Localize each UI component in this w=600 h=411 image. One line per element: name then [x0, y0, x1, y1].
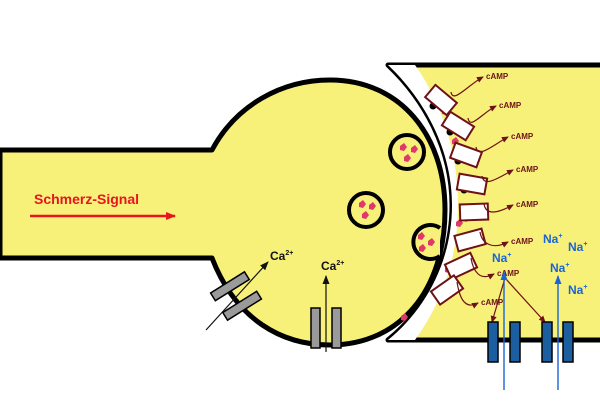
receptor-icon [440, 110, 476, 142]
calcium-label: Ca2+ [321, 259, 344, 273]
camp-label: cAMP [486, 72, 509, 81]
camp-arrow [450, 76, 484, 97]
signal-arrow: Schmerz-Signal [30, 191, 176, 220]
vesicle-icon [388, 133, 426, 171]
camp-label: cAMP [511, 237, 534, 246]
camp-arrow [481, 169, 514, 183]
sodium-channel-icon [487, 271, 521, 390]
camp-label: cAMP [511, 132, 534, 141]
camp-label: cAMP [516, 200, 539, 209]
sodium-label: Na+ [492, 251, 511, 265]
sodium-label: Na+ [568, 240, 587, 254]
sodium-label: Na+ [568, 283, 587, 297]
receptor-icon [423, 83, 459, 117]
receptor-group: cAMP cAMP cAMP cAMP cAMP cAMP cAMP cAMP [423, 72, 539, 309]
camp-arrow [456, 281, 479, 309]
camp-arrow [467, 105, 497, 123]
synaptic-cleft [388, 65, 458, 340]
camp-arrow [479, 231, 509, 248]
calcium-label: Ca2+ [270, 249, 293, 263]
camp-label: cAMP [497, 269, 520, 278]
camp-label: cAMP [499, 101, 522, 110]
calcium-channel-icon [310, 275, 342, 352]
vesicle-icon [347, 191, 385, 229]
receptor-icon [429, 274, 465, 306]
calcium-channel-icon [205, 261, 269, 331]
receptor-icon [455, 172, 489, 196]
sodium-channel-icon [541, 275, 574, 390]
receptor-icon [443, 251, 479, 281]
camp-arrow [470, 257, 495, 280]
vesicle-icon [411, 223, 442, 261]
sodium-label: Na+ [543, 232, 562, 246]
receptor-icon [453, 227, 487, 253]
camp-arrow [483, 203, 514, 213]
camp-pathway-arrows [490, 277, 546, 323]
camp-label: cAMP [481, 298, 504, 307]
camp-label: cAMP [516, 165, 539, 174]
sodium-label: Na+ [550, 261, 569, 275]
camp-arrow [475, 136, 509, 153]
receptor-icon [448, 141, 484, 169]
presynaptic-terminal [0, 77, 448, 348]
signal-label: Schmerz-Signal [34, 191, 139, 207]
